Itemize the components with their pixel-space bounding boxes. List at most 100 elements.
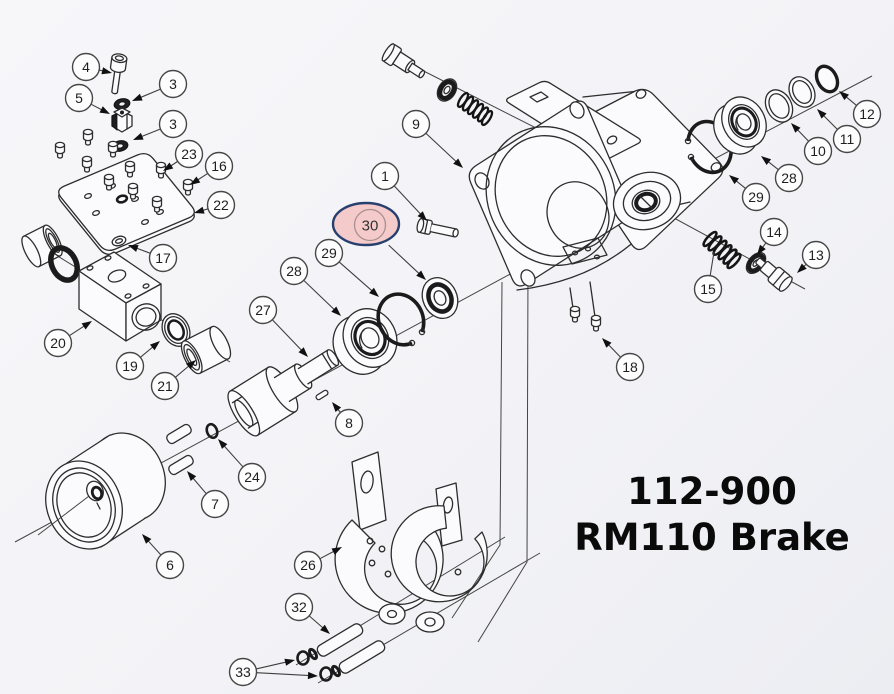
shaft-coupler-27 [227,349,340,437]
callout-19[interactable]: 19 [115,341,161,381]
key-8 [315,389,329,401]
callout-number: 10 [810,143,826,159]
callout-24[interactable]: 24 [218,439,267,492]
callout-number: 20 [50,335,66,351]
callout-17[interactable]: 17 [128,243,178,273]
o-rings-33 [296,650,333,682]
callout-5[interactable]: 5 [64,83,111,115]
callout-number: 21 [157,378,173,394]
callout-3[interactable]: 3 [132,69,188,102]
callout-8[interactable]: 8 [332,402,364,438]
callout-13[interactable]: 13 [797,240,831,274]
callout-number: 32 [291,599,307,615]
callout-12[interactable]: 12 [839,91,882,129]
callout-number: 23 [181,146,197,162]
ring-11 [788,76,816,108]
valve-block [78,251,162,342]
ring-10 [764,89,794,123]
o-ring-large [48,245,80,283]
callout-number: 12 [859,106,875,122]
snap-ring-29-left [376,292,426,347]
callout-number: 7 [211,496,219,512]
callout-number: 5 [75,90,83,106]
callout-number: 29 [321,245,337,261]
callout-28[interactable]: 28 [761,156,804,193]
callout-4[interactable]: 4 [71,52,113,82]
callout-number: 3 [169,116,177,132]
callout-11[interactable]: 11 [817,109,862,154]
callout-23[interactable]: 23 [163,139,204,172]
callout-number: 14 [766,224,782,240]
callout-number: 16 [211,158,227,174]
brake-bracket [334,451,488,633]
callout-1[interactable]: 1 [370,161,428,222]
callout-number: 27 [255,302,271,318]
callout-number: 1 [381,168,389,184]
callout-number: 13 [808,247,824,263]
o-ring-17 [111,235,127,247]
callout-number: 6 [166,557,174,573]
anchor-pins-32 [308,623,386,678]
callout-number: 24 [244,469,260,485]
callout-28[interactable]: 28 [279,256,342,317]
seal-30 [421,277,459,319]
callout-number: 29 [748,189,764,205]
callout-number: 9 [412,116,420,132]
callout-18[interactable]: 18 [602,338,645,382]
callout-layer: 3043532316221720192167248272829192632331… [43,52,882,687]
callout-21[interactable]: 21 [150,360,197,401]
callout-22[interactable]: 22 [194,190,236,220]
callout-number: 33 [235,664,251,680]
brake-housing [468,80,724,291]
callout-27[interactable]: 27 [248,295,309,358]
nut-5 [111,107,133,133]
part-number: 112-900 [627,470,797,513]
product-name: RM110 Brake [574,516,850,559]
callout-number: 11 [840,131,855,147]
hex-bolt-1 [416,217,459,238]
callout-16[interactable]: 16 [190,151,234,186]
callout-number: 8 [345,415,353,431]
callout-number: 19 [122,358,138,374]
callout-20[interactable]: 20 [43,321,93,358]
callout-3[interactable]: 3 [133,109,188,141]
bolt-4 [109,53,128,95]
bearing-28-left [332,308,398,375]
callout-number: 18 [622,359,638,375]
callout-6[interactable]: 6 [142,534,185,580]
plug-13 [755,257,793,292]
dowel-pins [166,423,194,476]
callout-30-highlighted[interactable]: 30 [331,201,426,280]
callout-15[interactable]: 15 [693,251,723,304]
callout-number: 30 [362,218,379,235]
callout-number: 28 [286,263,302,279]
callout-9[interactable]: 9 [401,109,464,169]
callout-10[interactable]: 10 [791,123,833,166]
callout-14[interactable]: 14 [757,217,789,256]
callout-32[interactable]: 32 [284,592,331,635]
callout-33[interactable]: 33 [228,657,319,687]
callout-number: 17 [155,250,171,266]
washer-3a [113,98,131,110]
callout-26[interactable]: 26 [293,547,343,580]
callout-29[interactable]: 29 [729,175,771,212]
callout-7[interactable]: 7 [187,471,230,519]
callout-29[interactable]: 29 [314,238,380,298]
callout-number: 28 [781,170,797,186]
bleeder-nut [436,78,458,102]
bleeder-assembly [381,43,494,127]
o-ring-24 [205,422,219,440]
bolts-18 [569,281,602,332]
bearing-28-right [713,96,767,155]
spring-15 [702,230,742,270]
diagram-title: 112-900 RM110 Brake [557,469,867,561]
callout-number: 22 [213,197,229,213]
callout-number: 26 [300,557,316,573]
seal-19 [161,313,191,347]
brake-drum [37,432,166,550]
callout-number: 4 [82,59,90,75]
callout-number: 15 [700,281,716,297]
o-ring-12 [814,64,840,94]
